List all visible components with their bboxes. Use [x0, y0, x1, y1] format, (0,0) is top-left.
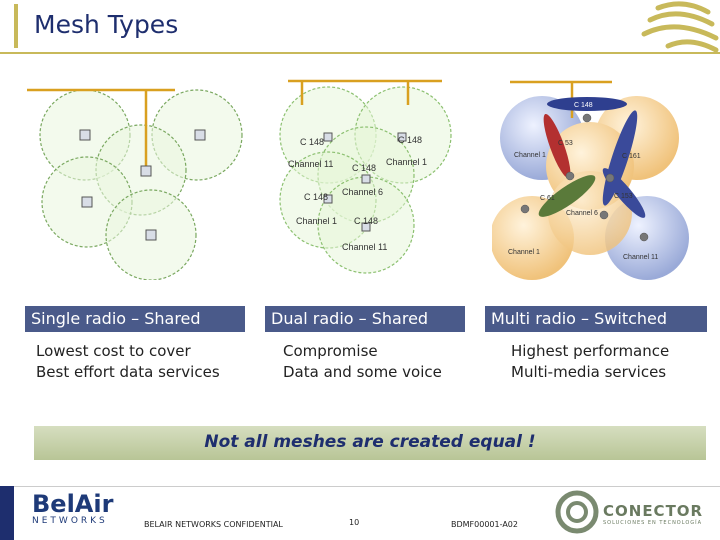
multi-label: C 153 [614, 193, 633, 200]
page-number: 10 [349, 518, 360, 527]
link-beam [543, 113, 571, 179]
title-divider [0, 52, 720, 54]
banner-text: Not all meshes are created equal ! [204, 432, 536, 452]
node-icon [140, 165, 152, 177]
link-beam [538, 175, 596, 217]
confidential-notice: BELAIR NETWORKS CONFIDENTIAL [144, 520, 283, 529]
belair-logo: BelAir NETWORKS [32, 490, 113, 526]
desc-line: Data and some voice [283, 363, 442, 381]
dual-label: C 148 [354, 216, 378, 226]
desc-line: Best effort data services [36, 363, 220, 381]
link-beam [547, 97, 627, 111]
node-icon [79, 129, 91, 141]
node-icon [81, 196, 93, 208]
single-radio-diagram [27, 88, 243, 280]
multi-label: C 161 [622, 153, 641, 160]
document-id: BDMF00001-A02 [451, 520, 518, 529]
multi-label: C 53 [558, 140, 573, 147]
dual-label: C 148 [304, 192, 328, 202]
footer-accent-bar [0, 486, 14, 540]
corner-logo-icon [641, 1, 719, 53]
multi-label: C 148 [574, 102, 593, 109]
dual-radio-desc: Compromise Data and some voice [283, 341, 442, 383]
footer-divider [0, 486, 720, 487]
desc-line: Lowest cost to cover [36, 342, 191, 360]
multi-label: C 61 [540, 195, 555, 202]
dual-label: Channel 11 [288, 159, 333, 169]
dual-radio-diagram: C 148 C 148 Channel 11 C 148 Channel 1 C… [279, 79, 452, 274]
logo-subtext: NETWORKS [32, 516, 108, 526]
multi-label: Channel 11 [623, 254, 658, 261]
coverage-cells [39, 89, 243, 280]
dual-label: Channel 6 [342, 187, 383, 197]
conclusion-banner: Not all meshes are created equal ! [34, 426, 706, 460]
logo-text: BelAir [32, 490, 114, 518]
page-title: Mesh Types [34, 10, 179, 39]
dual-label: Channel 1 [386, 157, 427, 167]
multi-radio-desc: Highest performance Multi-media services [511, 341, 669, 383]
dual-radio-label: Dual radio – Shared [265, 306, 465, 332]
conector-logo-icon [555, 490, 599, 534]
single-radio-label: Single radio – Shared [25, 306, 245, 332]
multi-label: Channel 6 [566, 210, 598, 217]
title-bar: Mesh Types [0, 0, 720, 56]
dual-label: C 148 [398, 135, 422, 145]
partner-logo-subtext: SOLUCIONES EN TECNOLOGÍA [603, 520, 703, 526]
node-icon [145, 229, 157, 241]
dual-label: C 148 [352, 163, 376, 173]
dual-label: Channel 11 [342, 242, 387, 252]
node-icon [194, 129, 206, 141]
single-radio-desc: Lowest cost to cover Best effort data se… [36, 341, 220, 383]
desc-line: Compromise [283, 342, 378, 360]
dual-label: C 148 [300, 137, 324, 147]
multi-label: Channel 1 [514, 152, 546, 159]
partner-logo-text: CONECTOR [603, 502, 704, 520]
multi-label: Channel 1 [508, 249, 540, 256]
desc-line: Multi-media services [511, 363, 667, 381]
dual-label: Channel 1 [296, 216, 337, 226]
multi-radio-label: Multi radio – Switched [485, 306, 707, 332]
multi-radio-diagram: C 148 C 53 Channel 1 C 161 C 61 C 153 Ch… [492, 80, 689, 280]
title-accent [14, 4, 18, 48]
desc-line: Highest performance [511, 342, 670, 360]
